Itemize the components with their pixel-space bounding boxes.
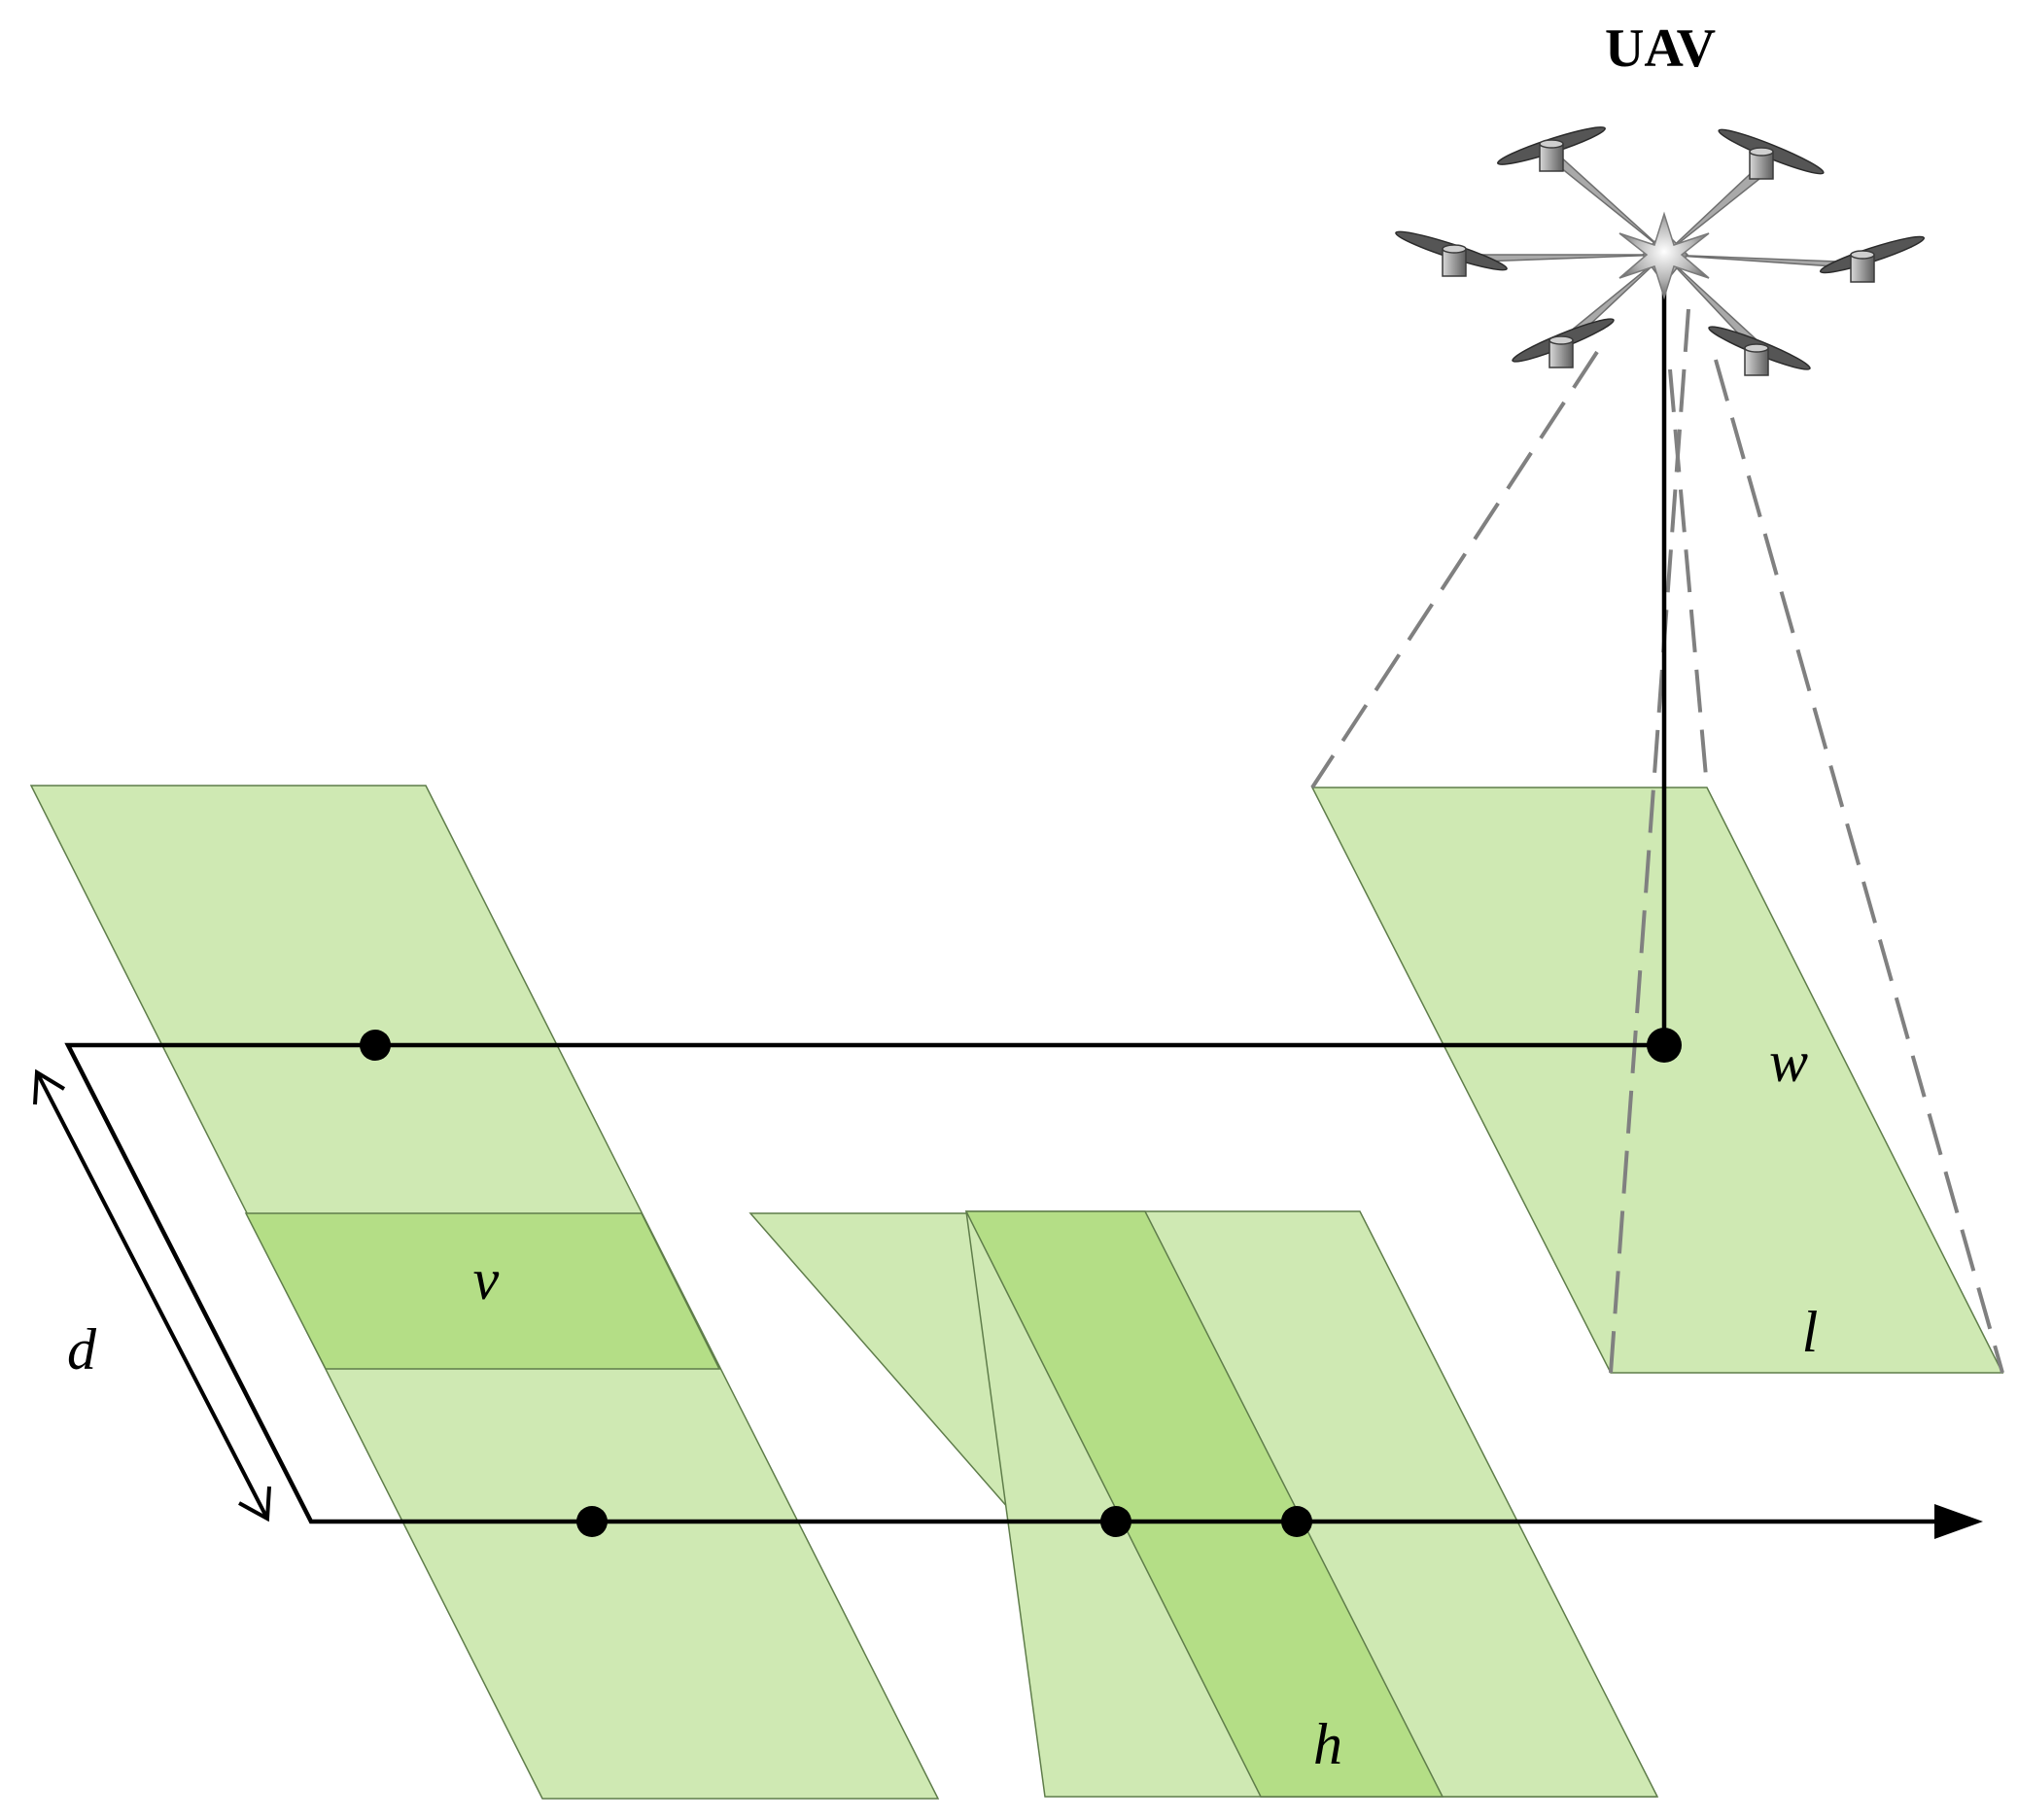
footprint-strip-left xyxy=(29,785,940,1800)
footprint-strip-right xyxy=(1310,787,2004,1374)
footprint-strip-middle xyxy=(748,1210,1659,1798)
double-headed-arrow-icon xyxy=(33,1068,271,1522)
overlap-region-v xyxy=(244,1212,721,1370)
waypoint-uav xyxy=(1647,1028,1682,1063)
label-w: w xyxy=(1769,1030,1808,1094)
uav-label: UAV xyxy=(1605,18,1716,79)
label-v: v xyxy=(473,1247,500,1312)
waypoint-1 xyxy=(360,1030,391,1061)
waypoint-4 xyxy=(1281,1506,1312,1537)
waypoint-2 xyxy=(576,1506,608,1537)
footprint-uav xyxy=(1310,787,2004,1374)
overlap-region-h xyxy=(964,1210,1444,1798)
camera-fov-lines xyxy=(1310,308,2004,1374)
waypoint-3 xyxy=(1100,1506,1131,1537)
label-l: l xyxy=(1802,1300,1819,1364)
label-d: d xyxy=(67,1317,97,1382)
waypoints xyxy=(360,1028,1682,1537)
hexacopter-drone-icon xyxy=(1395,126,1926,376)
flight-direction-arrow-icon xyxy=(1934,1504,1983,1539)
label-h: h xyxy=(1313,1712,1342,1776)
